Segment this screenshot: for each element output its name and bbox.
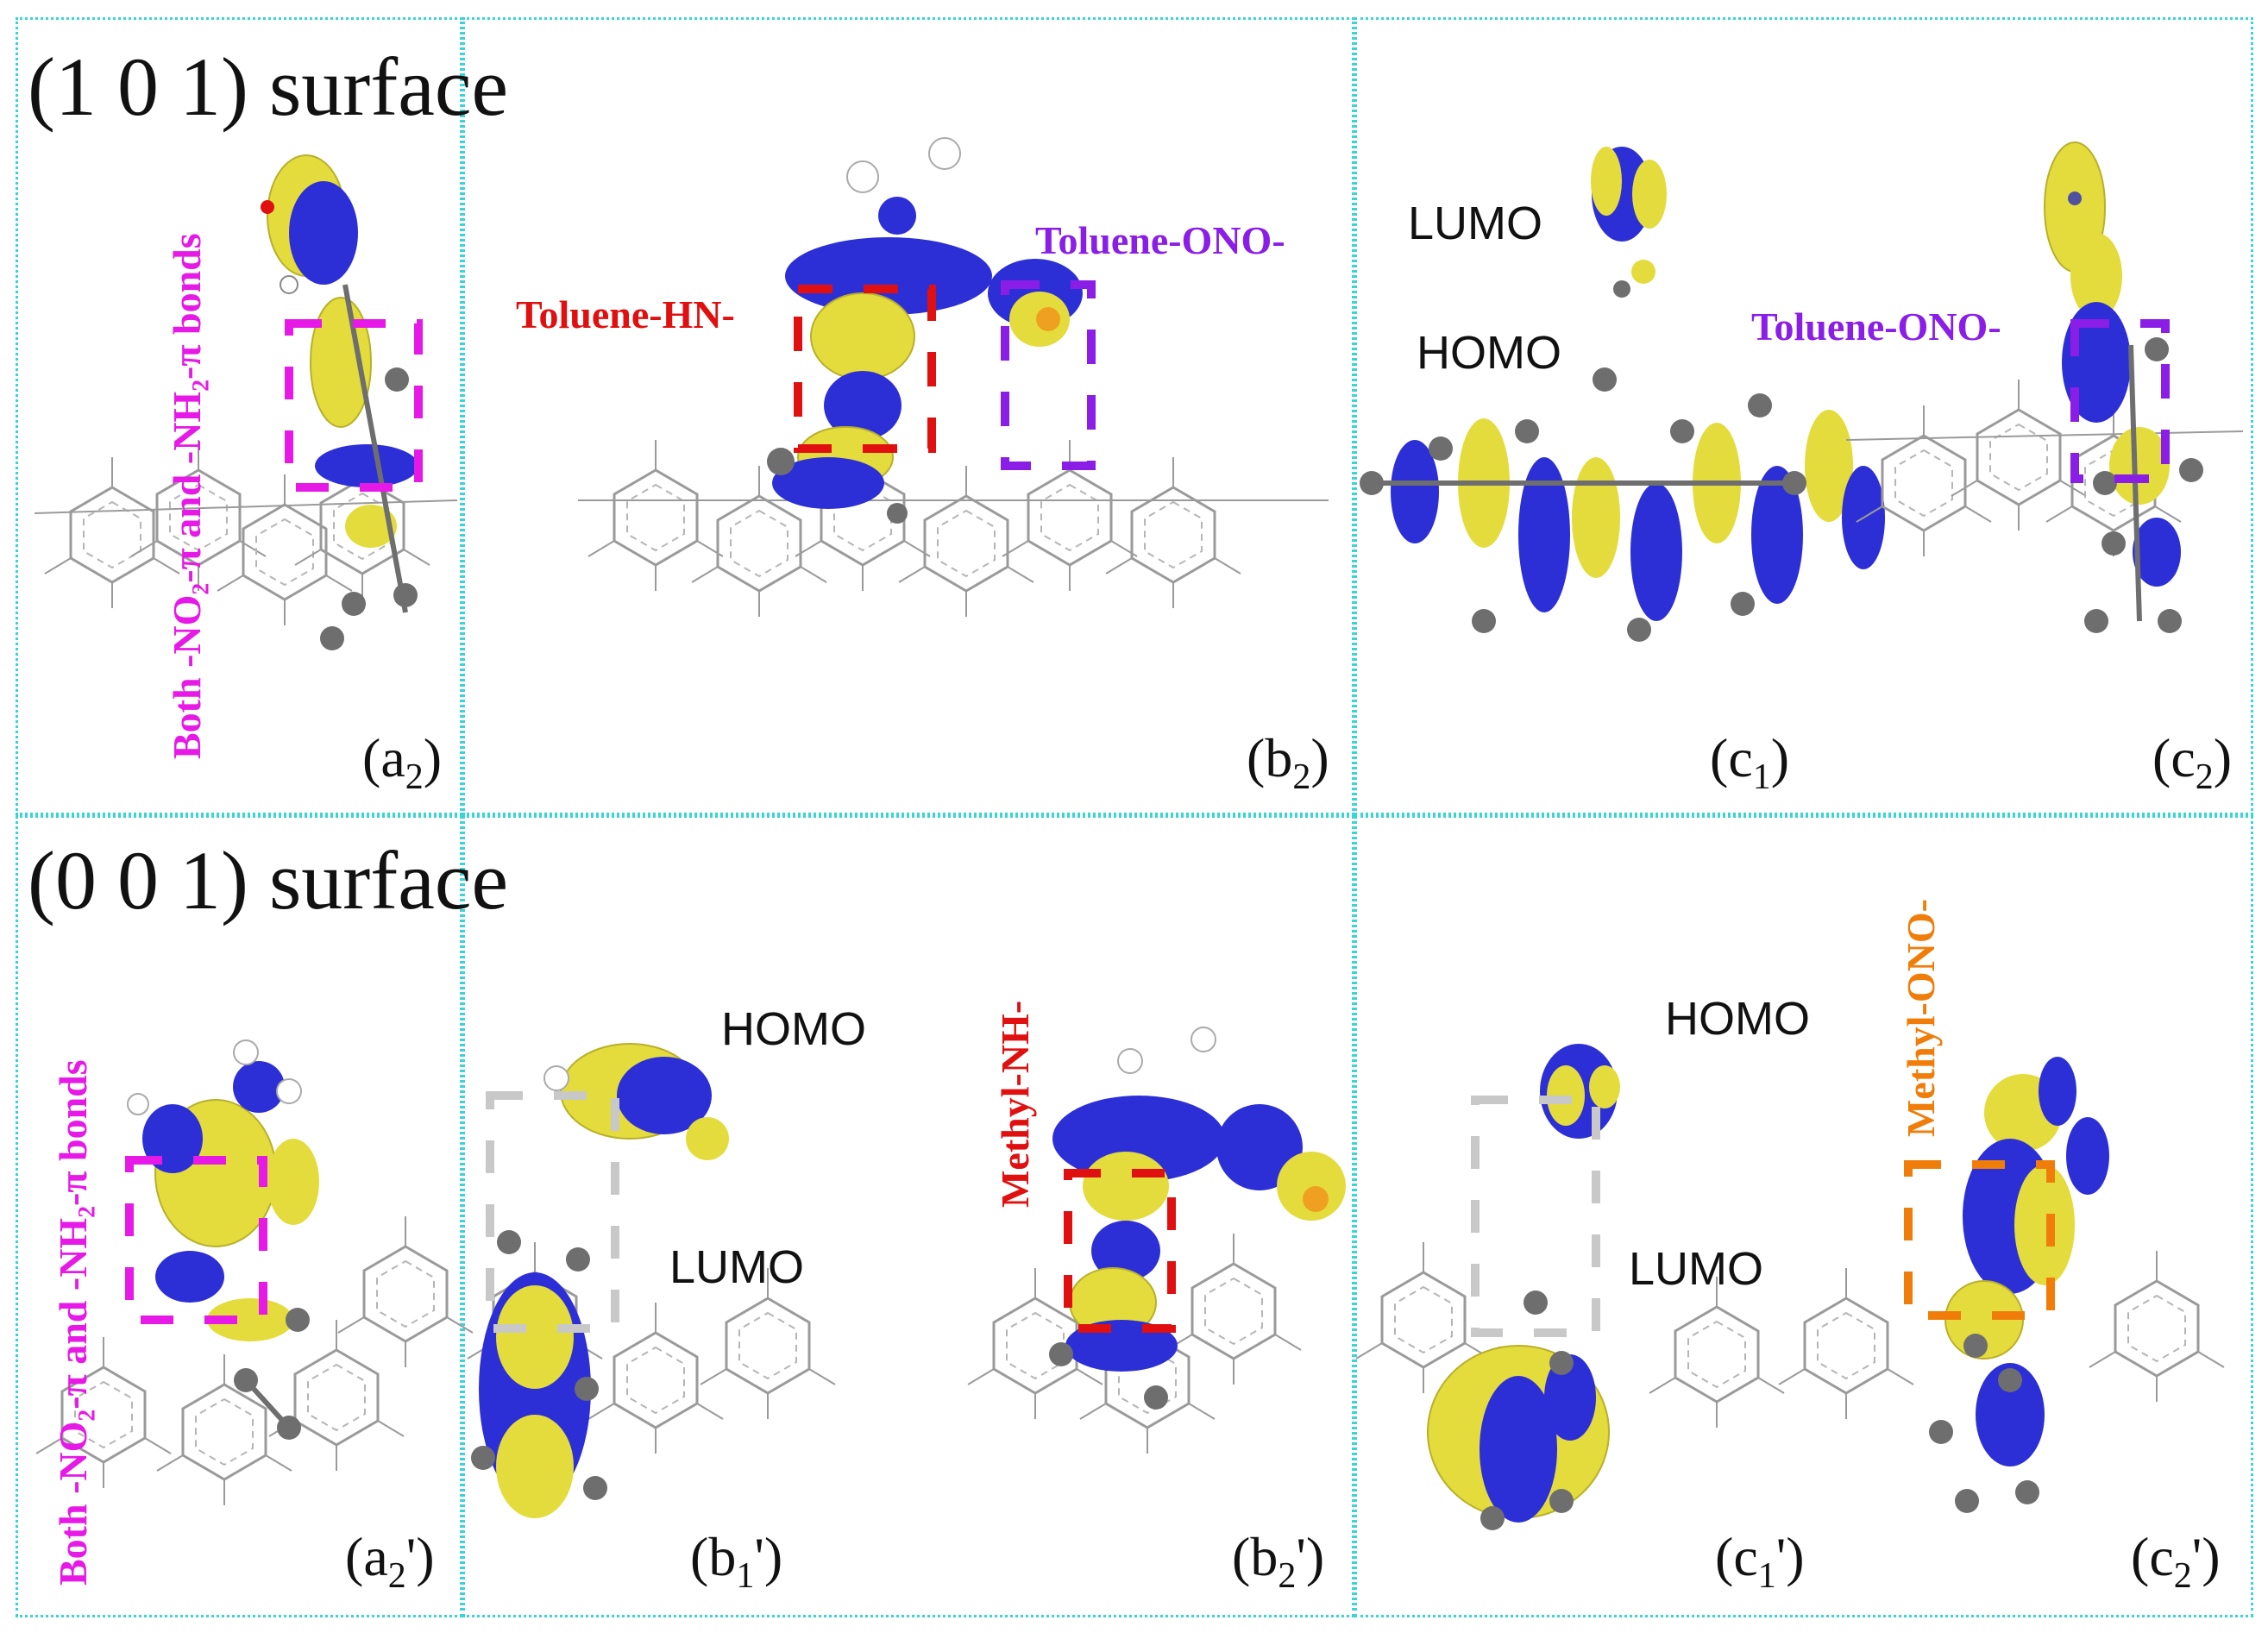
panel-border-top-middle bbox=[462, 17, 1354, 815]
molecule-a2p bbox=[127, 1039, 319, 1440]
molecule-b2 bbox=[767, 137, 1083, 524]
molecule-c2p bbox=[1929, 1057, 2109, 1513]
panel-label-b2: (b2) bbox=[1247, 727, 1329, 797]
highlight-box-a2p bbox=[125, 1156, 267, 1324]
highlight-box-c2 bbox=[2070, 319, 2170, 483]
orbital-label-b1p-homo: HOMO bbox=[721, 1003, 866, 1055]
panel-label-c1: (c1) bbox=[1710, 727, 1790, 797]
highlight-box-b2-hn bbox=[794, 285, 936, 453]
panel-label-a2p: (a2') bbox=[345, 1526, 435, 1596]
bond-label-b2-toluene-ono: Toluene-ONO- bbox=[1035, 218, 1285, 262]
panel-border-bottom-left bbox=[16, 815, 462, 1617]
surface-title-101: (1 0 1) surface bbox=[28, 41, 509, 133]
panel-border-top-left bbox=[16, 17, 462, 815]
panel-border-top-right bbox=[1354, 17, 2253, 815]
molecule-b2p bbox=[1049, 1027, 1346, 1410]
panel-label-a2: (a2) bbox=[362, 727, 443, 797]
bond-label-b2-toluene-hn: Toluene-HN- bbox=[516, 292, 735, 336]
surface-title-001: (0 0 1) surface bbox=[28, 834, 509, 926]
orbital-label-c1p-lumo: LUMO bbox=[1629, 1243, 1764, 1295]
bond-label-c2-toluene-ono: Toluene-ONO- bbox=[1751, 305, 2001, 349]
panel-label-b1p: (b1') bbox=[690, 1526, 783, 1596]
orbital-label-b1p-lumo: LUMO bbox=[669, 1241, 805, 1293]
bond-label-a2-both: Both -NO₂-π and -NH₂-π bonds bbox=[165, 233, 209, 759]
substrate-c2 bbox=[1845, 378, 2244, 558]
molecule-c1 bbox=[1360, 147, 1885, 642]
molecule-a2 bbox=[261, 154, 418, 650]
orbital-label-c1-homo: HOMO bbox=[1417, 327, 1561, 379]
panel-label-c1p: (c1') bbox=[1715, 1526, 1805, 1596]
panel-border-bottom-right bbox=[1354, 815, 2253, 1617]
orbital-label-c1-lumo: LUMO bbox=[1408, 198, 1543, 249]
substrate-a2p bbox=[35, 1215, 474, 1507]
panel-label-c2p: (c2') bbox=[2131, 1526, 2221, 1596]
highlight-box-c2p bbox=[1904, 1160, 2055, 1320]
panel-label-c2: (c2) bbox=[2152, 727, 2233, 797]
highlight-box-b1p bbox=[486, 1091, 619, 1333]
orbital-label-c1p-homo: HOMO bbox=[1665, 993, 1810, 1045]
molecule-c1p bbox=[1427, 1044, 1620, 1530]
highlight-box-a2 bbox=[285, 319, 423, 492]
bond-label-c2p-methyl-ono: Methyl-ONO- bbox=[1899, 899, 1943, 1137]
substrate-b2 bbox=[578, 438, 1329, 619]
panel-label-b2p: (b2') bbox=[1232, 1526, 1325, 1596]
bond-label-a2p-both: Both -NO₂-π and -NH₂-π bonds bbox=[51, 1059, 95, 1586]
panel-border-bottom-middle bbox=[462, 815, 1354, 1617]
molecule-c2 bbox=[2044, 141, 2203, 633]
highlight-box-c1p bbox=[1471, 1096, 1600, 1337]
bond-label-b2p-methyl-nh: Methyl-NH- bbox=[993, 1000, 1037, 1208]
